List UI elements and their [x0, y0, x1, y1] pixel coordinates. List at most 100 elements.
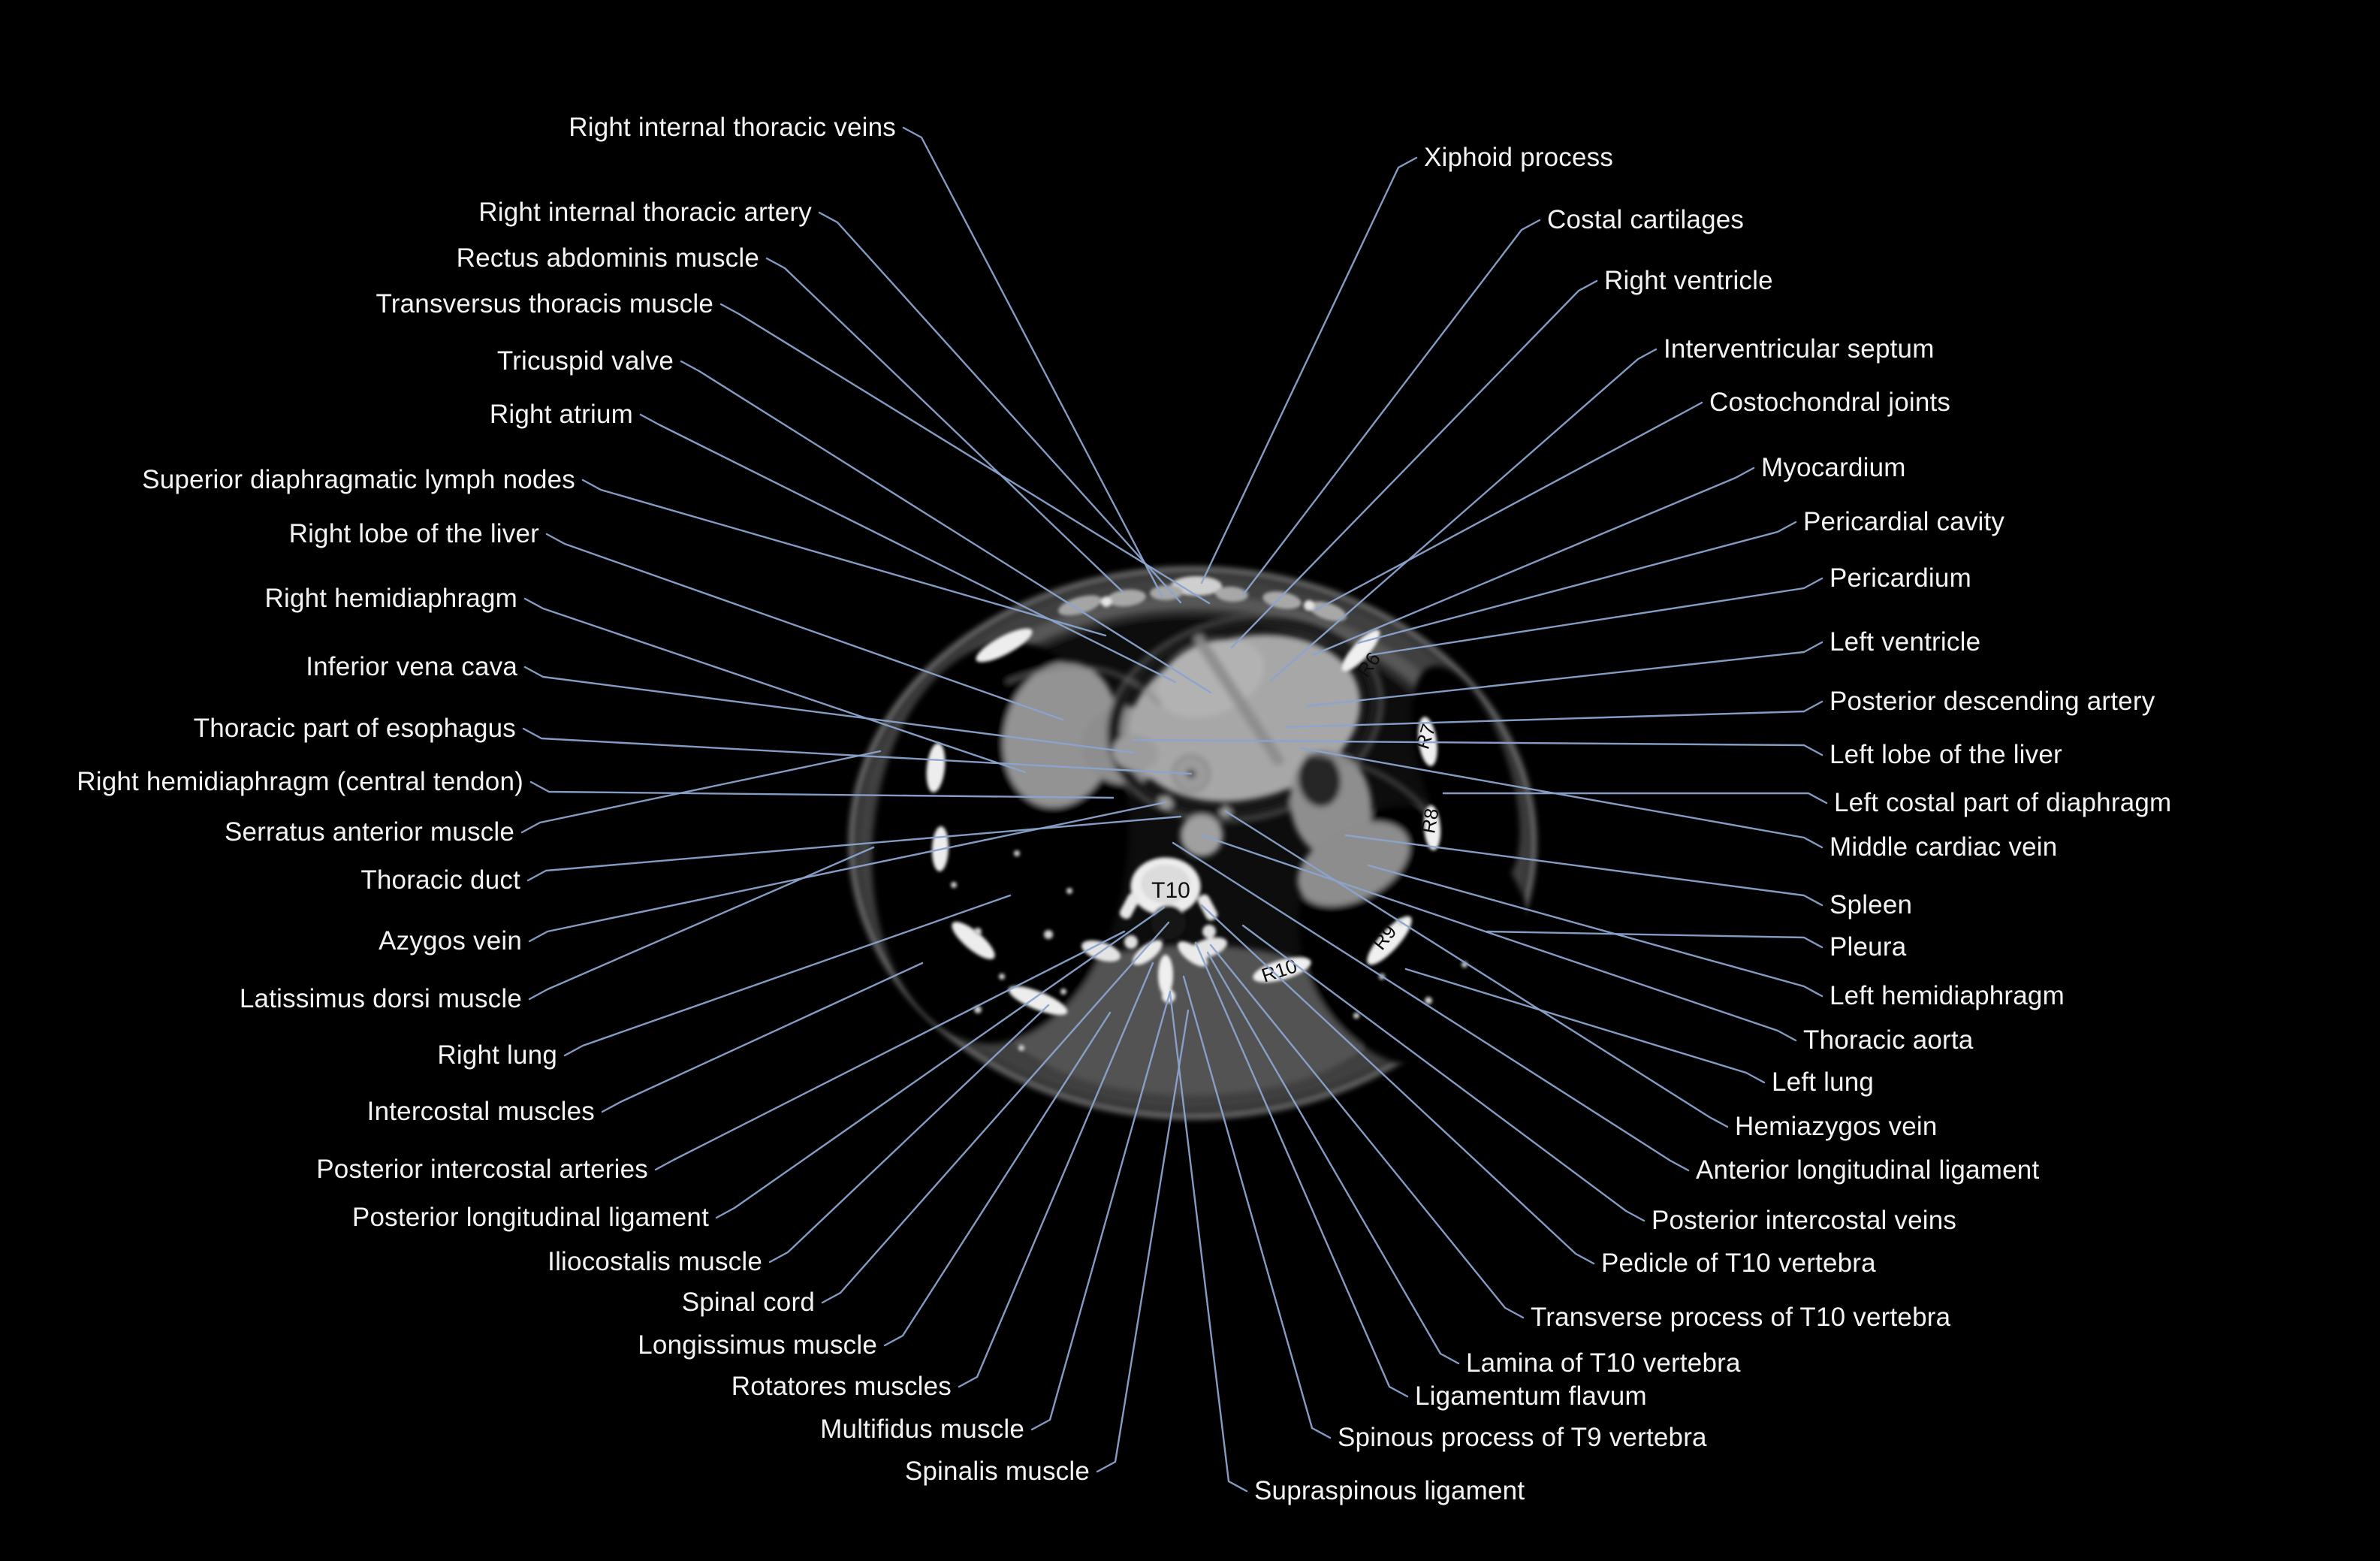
leader-line — [1206, 951, 1460, 1365]
leader-line — [1200, 156, 1418, 584]
leader-line — [765, 257, 1124, 593]
leader-line — [1404, 968, 1766, 1084]
anatomy-label[interactable]: Right ventricle — [1604, 266, 1773, 295]
anatomy-label[interactable]: Interventricular septum — [1664, 334, 1935, 364]
pedicle-left — [1119, 892, 1140, 919]
anatomy-label[interactable]: Serratus anterior muscle — [224, 817, 514, 847]
anatomy-label[interactable]: Left costal part of diaphragm — [1834, 788, 2172, 817]
anatomy-label[interactable]: Pedicle of T10 vertebra — [1601, 1248, 1876, 1278]
anatomy-label[interactable]: Iliocostalis muscle — [547, 1247, 762, 1276]
spinous-process — [1158, 955, 1173, 995]
left-diaphragm-arc — [1305, 753, 1434, 819]
leader-line — [1305, 641, 1823, 708]
anatomy-label[interactable]: Posterior intercostal arteries — [316, 1155, 648, 1184]
anatomy-label[interactable]: Hemiazygos vein — [1735, 1112, 1938, 1141]
anatomy-label[interactable]: Left hemidiaphragm — [1829, 981, 2065, 1010]
anatomy-label[interactable]: Intercostal muscles — [367, 1097, 595, 1126]
anatomy-label[interactable]: Tricuspid valve — [496, 346, 674, 376]
leader-line — [545, 533, 1064, 721]
anatomy-label[interactable]: Left lobe of the liver — [1829, 740, 2062, 769]
anatomy-label[interactable]: Spinal cord — [681, 1288, 815, 1317]
pericardium-line — [1106, 613, 1383, 823]
anatomy-label[interactable]: Spinous process of T9 vertebra — [1338, 1423, 1707, 1452]
leader-line — [1200, 834, 1797, 1042]
costal-cartilage-2 — [1107, 589, 1146, 607]
leader-line — [1200, 904, 1595, 1265]
anatomy-label[interactable]: Pleura — [1829, 932, 1907, 962]
anatomy-label[interactable]: Azygos vein — [379, 926, 522, 956]
t10-body-texture — [1141, 865, 1190, 904]
costochondral-joint-dot-2 — [1101, 596, 1112, 607]
rib-r8 — [1423, 805, 1441, 850]
anatomy-label[interactable]: Latissimus dorsi muscle — [239, 984, 522, 1013]
leader-line — [1241, 219, 1541, 596]
leader-line — [528, 801, 1167, 943]
anatomy-label[interactable]: Right hemidiaphragm (central tendon) — [77, 767, 523, 796]
anatomy-label[interactable]: Posterior descending artery — [1829, 687, 2155, 716]
anatomy-label[interactable]: Costal cartilages — [1547, 205, 1745, 234]
pedicle-right — [1197, 894, 1218, 921]
leader-line — [1368, 577, 1823, 657]
sternum-xiphoid — [1171, 576, 1222, 596]
anatomy-label[interactable]: Right lung — [437, 1040, 557, 1070]
leader-line — [818, 211, 1182, 604]
anatomy-label[interactable]: Anterior longitudinal ligament — [1696, 1155, 2040, 1185]
lamina-right — [1178, 941, 1208, 967]
leader-line — [1344, 834, 1823, 907]
leader-line — [1269, 348, 1658, 682]
anatomy-label[interactable]: Spinalis muscle — [904, 1457, 1090, 1486]
anatomy-label[interactable]: Left ventricle — [1829, 627, 1981, 657]
anatomy-label[interactable]: Right lobe of the liver — [288, 519, 539, 548]
anatomy-label[interactable]: Multifidus muscle — [820, 1415, 1024, 1444]
anatomy-label[interactable]: Ligamentum flavum — [1415, 1381, 1647, 1411]
leader-line — [1209, 944, 1525, 1319]
liver-right-lobe — [1003, 662, 1118, 808]
anatomy-label[interactable]: Middle cardiac vein — [1829, 832, 2058, 862]
anatomy-label[interactable]: Right hemidiaphragm — [264, 584, 517, 613]
leader-line — [1169, 992, 1248, 1493]
anatomy-label[interactable]: Lamina of T10 vertebra — [1466, 1348, 1741, 1378]
leader-line — [1299, 747, 1823, 849]
anatomy-label[interactable]: Thoracic duct — [360, 865, 520, 895]
leader-line — [526, 815, 1182, 882]
inferior-vena-cava — [1112, 734, 1159, 771]
anatomy-label[interactable]: Supraspinous ligament — [1254, 1476, 1525, 1505]
anatomy-label[interactable]: Costochondral joints — [1709, 388, 1951, 417]
leader-line — [1241, 924, 1645, 1222]
anatomy-label[interactable]: Transversus thoracis muscle — [376, 289, 713, 319]
leader-line — [639, 413, 1177, 684]
facet-left — [1124, 935, 1138, 949]
anatomy-label[interactable]: Rotatores muscles — [731, 1372, 952, 1401]
leader-line — [719, 303, 1211, 605]
lamina-left — [1133, 940, 1163, 965]
leader-line — [1442, 792, 1828, 805]
costal-cartilage-1 — [1058, 595, 1102, 616]
organs — [872, 613, 1534, 1095]
anatomy-label[interactable]: Posterior intercostal veins — [1652, 1206, 1957, 1235]
leader-line — [1096, 1009, 1190, 1473]
anatomy-label[interactable]: Longissimus muscle — [638, 1330, 877, 1360]
anatomy-label[interactable]: Thoracic aorta — [1803, 1025, 1974, 1055]
rib-r9 — [1367, 916, 1412, 965]
anatomy-label[interactable]: Transverse process of T10 vertebra — [1531, 1303, 1951, 1332]
anatomy-label[interactable]: Right internal thoracic artery — [478, 198, 812, 227]
leader-line — [581, 479, 1107, 637]
anatomy-label[interactable]: Left lung — [1772, 1067, 1875, 1097]
anatomy-label[interactable]: Myocardium — [1761, 453, 1906, 482]
anatomy-label[interactable]: Inferior vena cava — [306, 652, 517, 681]
anatomy-label[interactable]: Pericardium — [1829, 563, 1971, 593]
leader-line — [1030, 990, 1172, 1431]
leader-line — [1224, 810, 1729, 1128]
anatomy-label[interactable]: Right atrium — [489, 400, 633, 429]
anatomy-label[interactable]: Pericardial cavity — [1803, 507, 2005, 536]
anatomy-label[interactable]: Thoracic part of esophagus — [193, 714, 516, 743]
anatomy-label[interactable]: Posterior longitudinal ligament — [351, 1203, 709, 1232]
anatomy-label[interactable]: Rectus abdominis muscle — [456, 243, 759, 273]
leader-line — [1486, 930, 1823, 949]
anatomy-label[interactable]: Spleen — [1829, 890, 1913, 919]
anatomy-label[interactable]: Xiphoid process — [1424, 143, 1614, 172]
anatomy-label[interactable]: Right internal thoracic veins — [569, 113, 896, 142]
anatomy-label[interactable]: Superior diaphragmatic lymph nodes — [142, 465, 575, 494]
